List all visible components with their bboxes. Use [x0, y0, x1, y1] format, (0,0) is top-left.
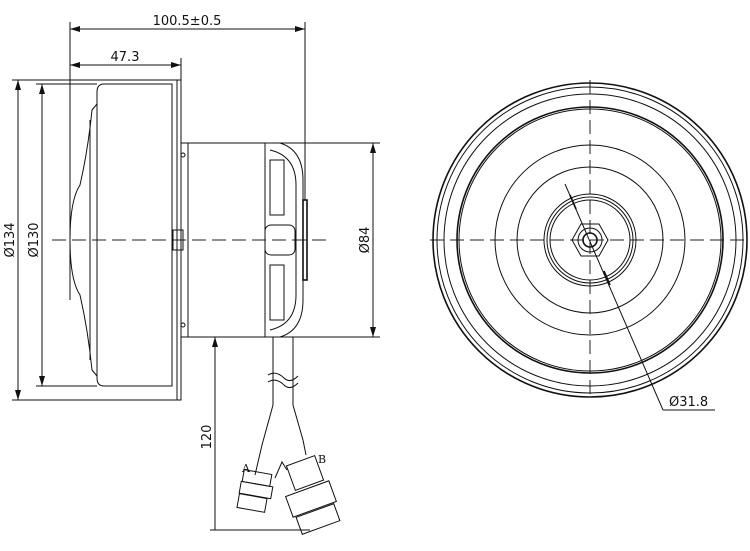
dim-overall-length: 100.5±0.5 [69, 14, 306, 300]
dim-motor-dia: Ø84 [265, 142, 380, 338]
lead-wires [254, 337, 307, 479]
motor-dia-text: Ø84 [358, 227, 373, 254]
dim-lead-length: 120 [200, 337, 310, 531]
overall-length-text: 100.5±0.5 [153, 14, 222, 29]
fan-length-text: 47.3 [111, 50, 140, 65]
housing-outer-text: Ø134 [3, 222, 18, 257]
hex-nut [571, 223, 609, 257]
dim-fan-length: 47.3 [70, 50, 182, 80]
side-view: A B 100.5±0.5 47.3 Ø134 [3, 14, 380, 535]
dim-housing-outer: Ø134 [3, 79, 172, 401]
dim-hub-dia: Ø31.8 [564, 183, 715, 411]
connector-b-label: B [318, 453, 326, 466]
hub-dia-text: Ø31.8 [669, 395, 708, 410]
housing-inner-text: Ø130 [27, 222, 42, 257]
connector-a-label: A [241, 462, 251, 475]
dim-housing-inner: Ø130 [27, 83, 97, 387]
motor-body [172, 142, 308, 338]
connector-b: B [284, 453, 341, 535]
front-view: Ø31.8 [430, 80, 750, 411]
connector-a: A [236, 462, 274, 513]
lead-length-text: 120 [200, 425, 215, 450]
